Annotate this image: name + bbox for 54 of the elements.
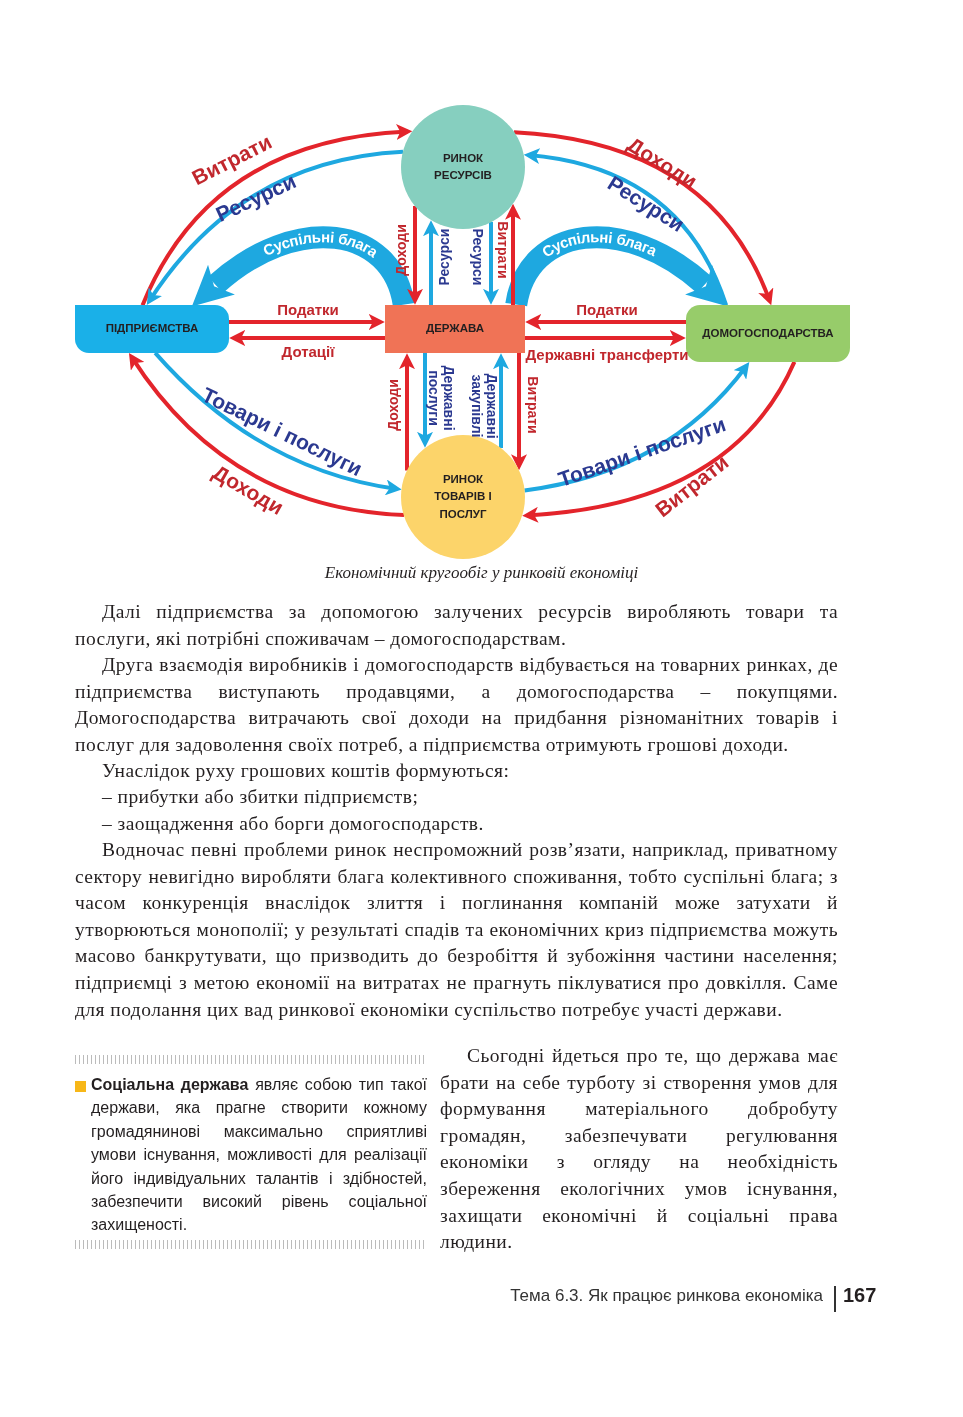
- edge-label: Податки: [277, 302, 339, 318]
- arrow: [423, 220, 439, 305]
- arrow: [229, 314, 385, 330]
- edge-label: Витрати: [495, 221, 511, 279]
- body-paragraph: Унаслідок руху грошових коштів формуються:: [101, 759, 511, 783]
- body-paragraph: Водночас певні проблеми ринок неспроможний розв’язати, наприклад, приватному сектору невигідно виробляти блага колективного споживання, тобто суспільні блага; з часом конкуренція внаслідок злиття і поглинання компаній може затухати й утворюються монополії; у результаті спадів та економічних криз підприємства можуть масово банкрутувати, що призводить до безробіття й зубожіння частини населення; підприємці з метою економії на витратах не прагнуть піклуватися про довкілля. Саме для подолання цих вад ринкової економіки суспільство потребує участі держави.: [75, 838, 838, 1022]
- edge-label: Державні закупівлі: [469, 372, 499, 441]
- running-footer: Тема 6.3. Як працює ринкова економіка: [510, 1286, 823, 1306]
- edge-label: Витрати: [525, 376, 541, 434]
- arrow: [399, 353, 415, 471]
- edge-label: Державні послуги: [426, 364, 456, 433]
- edge-label: Доходи: [385, 379, 401, 431]
- arrow: [128, 352, 405, 518]
- sector-box: [75, 305, 229, 353]
- sector-box: [686, 305, 850, 362]
- body-paragraph: Друга взаємодія виробників і домогосподарств відбувається на товарних ринках, де підприємства виступають продавцями, а домогосподарства – покупцями. Домогосподарства витрачають свої доходи на придбання різноманітних товарів і послуг для задоволення своїх потреб, а підприємства отримують грошові доходи.: [75, 653, 838, 757]
- edge-label: Державні трансферти: [525, 347, 689, 363]
- arrow: [525, 330, 686, 346]
- body-paragraph: Сьогодні йдеться про те, що держава має брати на себе турботу зі створення умов для формування матеріального добробуту громадян, забезпечувати регулювання економіки з огляду на необхідність збереження екологічних умов існування, захищати економічні й соціальні права людини.: [440, 1044, 838, 1255]
- edge-label: Доходи: [393, 224, 409, 276]
- node-label: ДЕРЖАВА: [425, 321, 485, 337]
- node-label: ДОМОГОСПОДАРСТВА: [702, 325, 834, 341]
- node-label: РИНОК РЕСУРСІВ: [433, 150, 493, 183]
- body-paragraph: – заощадження або борги домогосподарств.: [101, 812, 485, 836]
- edge-label: Дотації: [281, 344, 335, 360]
- arrow: [524, 362, 750, 493]
- definition-text: Соціальна держава являє собою тип такої держави, яка прагне створити кожному громадянинові максимально сприятливі умови існування, можливості для реалізації його індивідуальних талантів і здібностей, забезпечити високий рівень соціальної захищеності.: [91, 1075, 427, 1236]
- node-label: РИНОК ТОВАРІВ І ПОСЛУГ: [434, 472, 492, 522]
- arrow: [417, 353, 433, 448]
- arrow: [505, 203, 521, 305]
- page-number: 167: [843, 1284, 877, 1307]
- arrow: [229, 330, 385, 346]
- arrow: [153, 351, 402, 495]
- node-label: ПІДПРИЄМСТВА: [105, 321, 199, 337]
- arrow: [140, 124, 413, 306]
- arrow: [525, 314, 686, 330]
- sector-box: [385, 305, 525, 353]
- arrow: [483, 222, 499, 305]
- arrow: [522, 361, 797, 523]
- edge-label: Суспільні блага: [538, 228, 660, 261]
- arrow: [523, 148, 728, 306]
- thick-arrow: [505, 226, 730, 308]
- edge-label: Податки: [576, 302, 638, 318]
- body-paragraph: Далі підприємства за допомогою залучених ресурсів виробляють товари та послуги, які потрібні споживачам – домогосподарствам.: [75, 600, 838, 651]
- body-paragraph: – прибутки або збитки підприємств;: [101, 785, 420, 809]
- arrow: [407, 206, 423, 305]
- arrow: [513, 130, 773, 306]
- edge-label: Ресурси: [470, 228, 486, 286]
- thick-arrow: [190, 226, 415, 308]
- figure-caption: Економічний кругообіг у ринковій економіці: [323, 563, 640, 583]
- arrow: [146, 149, 404, 305]
- arrow: [511, 353, 527, 471]
- edge-label: Ресурси: [436, 228, 452, 286]
- arrow: [493, 353, 509, 448]
